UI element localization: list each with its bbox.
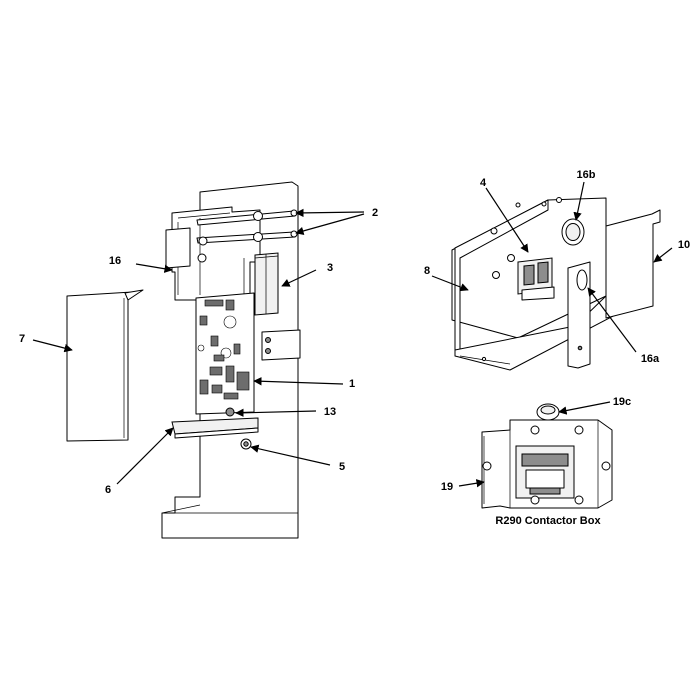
callout-7: 7 [19, 333, 25, 345]
callout-4: 4 [480, 177, 487, 189]
leader-lines [32, 181, 673, 488]
callout-16: 16 [109, 255, 121, 267]
standoff-screws [196, 209, 298, 246]
side-tab [261, 329, 301, 361]
board-screw [225, 407, 235, 417]
clip-bracket [165, 227, 191, 269]
callout-16b: 16b [577, 169, 596, 181]
callout-6: 6 [105, 484, 111, 496]
relay-block [254, 252, 279, 316]
callout-3: 3 [327, 262, 333, 274]
callout-16a: 16a [641, 353, 660, 365]
enclosure-assembly [451, 197, 661, 371]
callout-13: 13 [324, 406, 336, 418]
callout-5: 5 [339, 461, 345, 473]
clip-screw [197, 253, 207, 263]
callout-1: 1 [349, 378, 355, 390]
callout-8: 8 [424, 265, 430, 277]
r290-contactor-box: R290 Contactor Box [481, 403, 613, 527]
callout-19c: 19c [613, 396, 631, 408]
front-cover [66, 291, 134, 442]
enclosure-contactor [517, 257, 555, 301]
callout-19: 19 [441, 481, 453, 493]
mounting-bracket [171, 206, 261, 301]
contactor-box-caption: R290 Contactor Box [495, 515, 601, 527]
callout-10: 10 [678, 239, 690, 251]
control-panel-assembly [66, 181, 301, 539]
callout-2: 2 [372, 207, 378, 219]
board-components [197, 299, 250, 400]
enclosure-right-cover [605, 209, 661, 319]
callout-labels: 2 3 16 7 1 13 5 6 4 16b 8 10 16a 19c 19 [19, 169, 690, 496]
